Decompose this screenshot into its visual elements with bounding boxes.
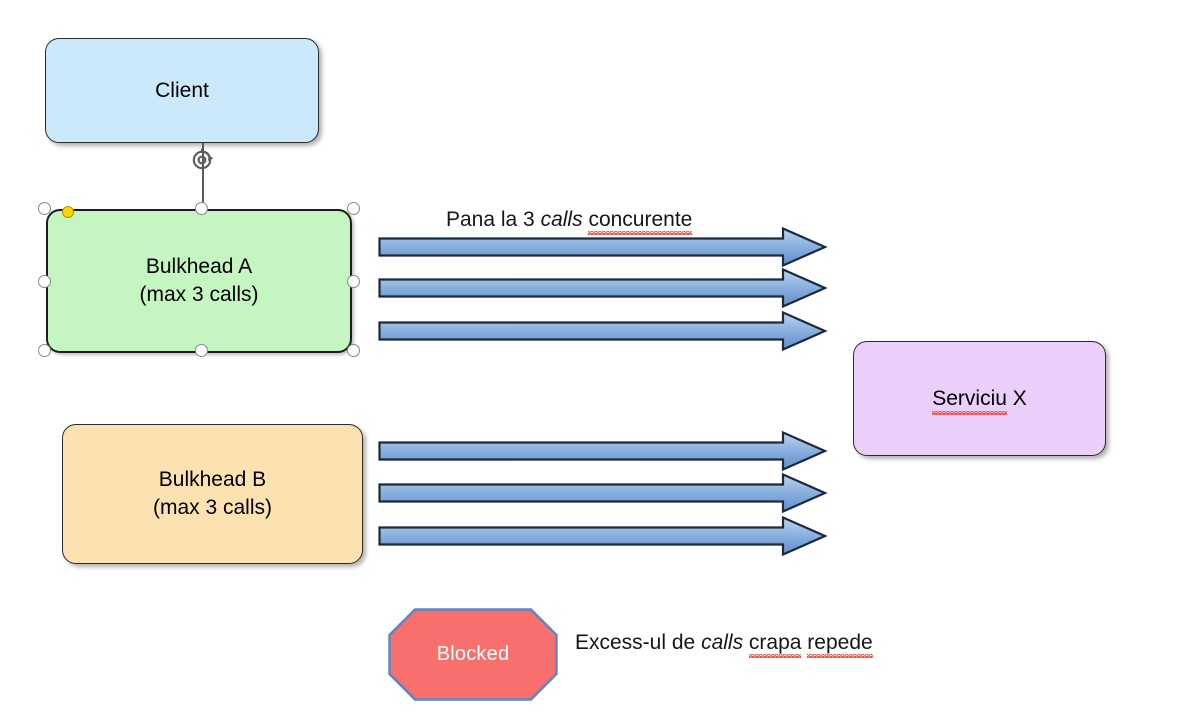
shape-serviciu-x-label-rest: X <box>1006 386 1027 410</box>
shape-bulkhead-b-label: Bulkhead B (max 3 calls) <box>153 466 272 521</box>
arrow-bulkhead-b-call-1[interactable] <box>378 431 828 471</box>
shape-client[interactable]: Client <box>45 38 319 143</box>
arrow-bulkhead-a-call-1[interactable] <box>378 227 828 267</box>
shape-blocked-label: Blocked <box>436 643 510 665</box>
caption-blocked: Excess-ul de calls crapa repede <box>575 631 874 658</box>
selection-handle-top-left[interactable] <box>37 201 51 215</box>
shape-blocked[interactable]: Blocked <box>388 608 558 701</box>
arrow-bulkhead-b-call-2[interactable] <box>378 473 828 513</box>
corner-radius-adjust-handle[interactable] <box>62 206 74 218</box>
selection-handle-bottom-right[interactable] <box>346 343 360 357</box>
caption-arrows-a-misspelled: concurente <box>588 208 693 235</box>
shape-bulkhead-b-line2: (max 3 calls) <box>152 496 273 519</box>
connector-client-to-bulkhead-a <box>202 143 204 209</box>
arrow-bulkhead-b-call-3[interactable] <box>378 516 828 556</box>
selection-handle-top-center[interactable] <box>194 201 208 215</box>
shape-bulkhead-a-label: Bulkhead A (max 3 calls) <box>139 253 258 308</box>
shape-serviciu-x-label-misspelled: Serviciu <box>932 385 1007 416</box>
shape-serviciu-x-label: Serviciu X <box>932 385 1027 416</box>
selection-handle-bottom-left[interactable] <box>37 343 51 357</box>
caption-arrows-a: Pana la 3 calls concurente <box>446 208 693 235</box>
caption-arrows-a-italic: calls <box>540 208 583 231</box>
shape-bulkhead-b[interactable]: Bulkhead B (max 3 calls) <box>62 424 363 564</box>
caption-arrows-a-part1: Pana la 3 <box>446 208 541 231</box>
shape-bulkhead-a-line1: Bulkhead A <box>145 255 253 279</box>
caption-blocked-misspelled-2: repede <box>807 631 874 658</box>
selection-handle-middle-left[interactable] <box>37 274 51 288</box>
arrow-bulkhead-a-call-2[interactable] <box>378 268 828 308</box>
caption-blocked-part1: Excess-ul de <box>575 631 702 654</box>
caption-blocked-misspelled-1: crapa <box>748 631 802 658</box>
shape-client-label: Client <box>155 78 209 102</box>
selection-handle-top-right[interactable] <box>346 201 360 215</box>
caption-blocked-italic: calls <box>701 631 744 654</box>
arrow-bulkhead-a-call-3[interactable] <box>378 311 828 351</box>
selection-handle-bottom-center[interactable] <box>194 343 208 357</box>
shape-bulkhead-a[interactable]: Bulkhead A (max 3 calls) <box>46 209 352 353</box>
rotate-handle-icon[interactable] <box>189 146 217 174</box>
shape-bulkhead-b-line1: Bulkhead B <box>158 468 267 492</box>
shape-bulkhead-a-line2: (max 3 calls) <box>139 283 259 306</box>
shape-serviciu-x[interactable]: Serviciu X <box>853 341 1106 456</box>
selection-handle-middle-right[interactable] <box>346 274 360 288</box>
